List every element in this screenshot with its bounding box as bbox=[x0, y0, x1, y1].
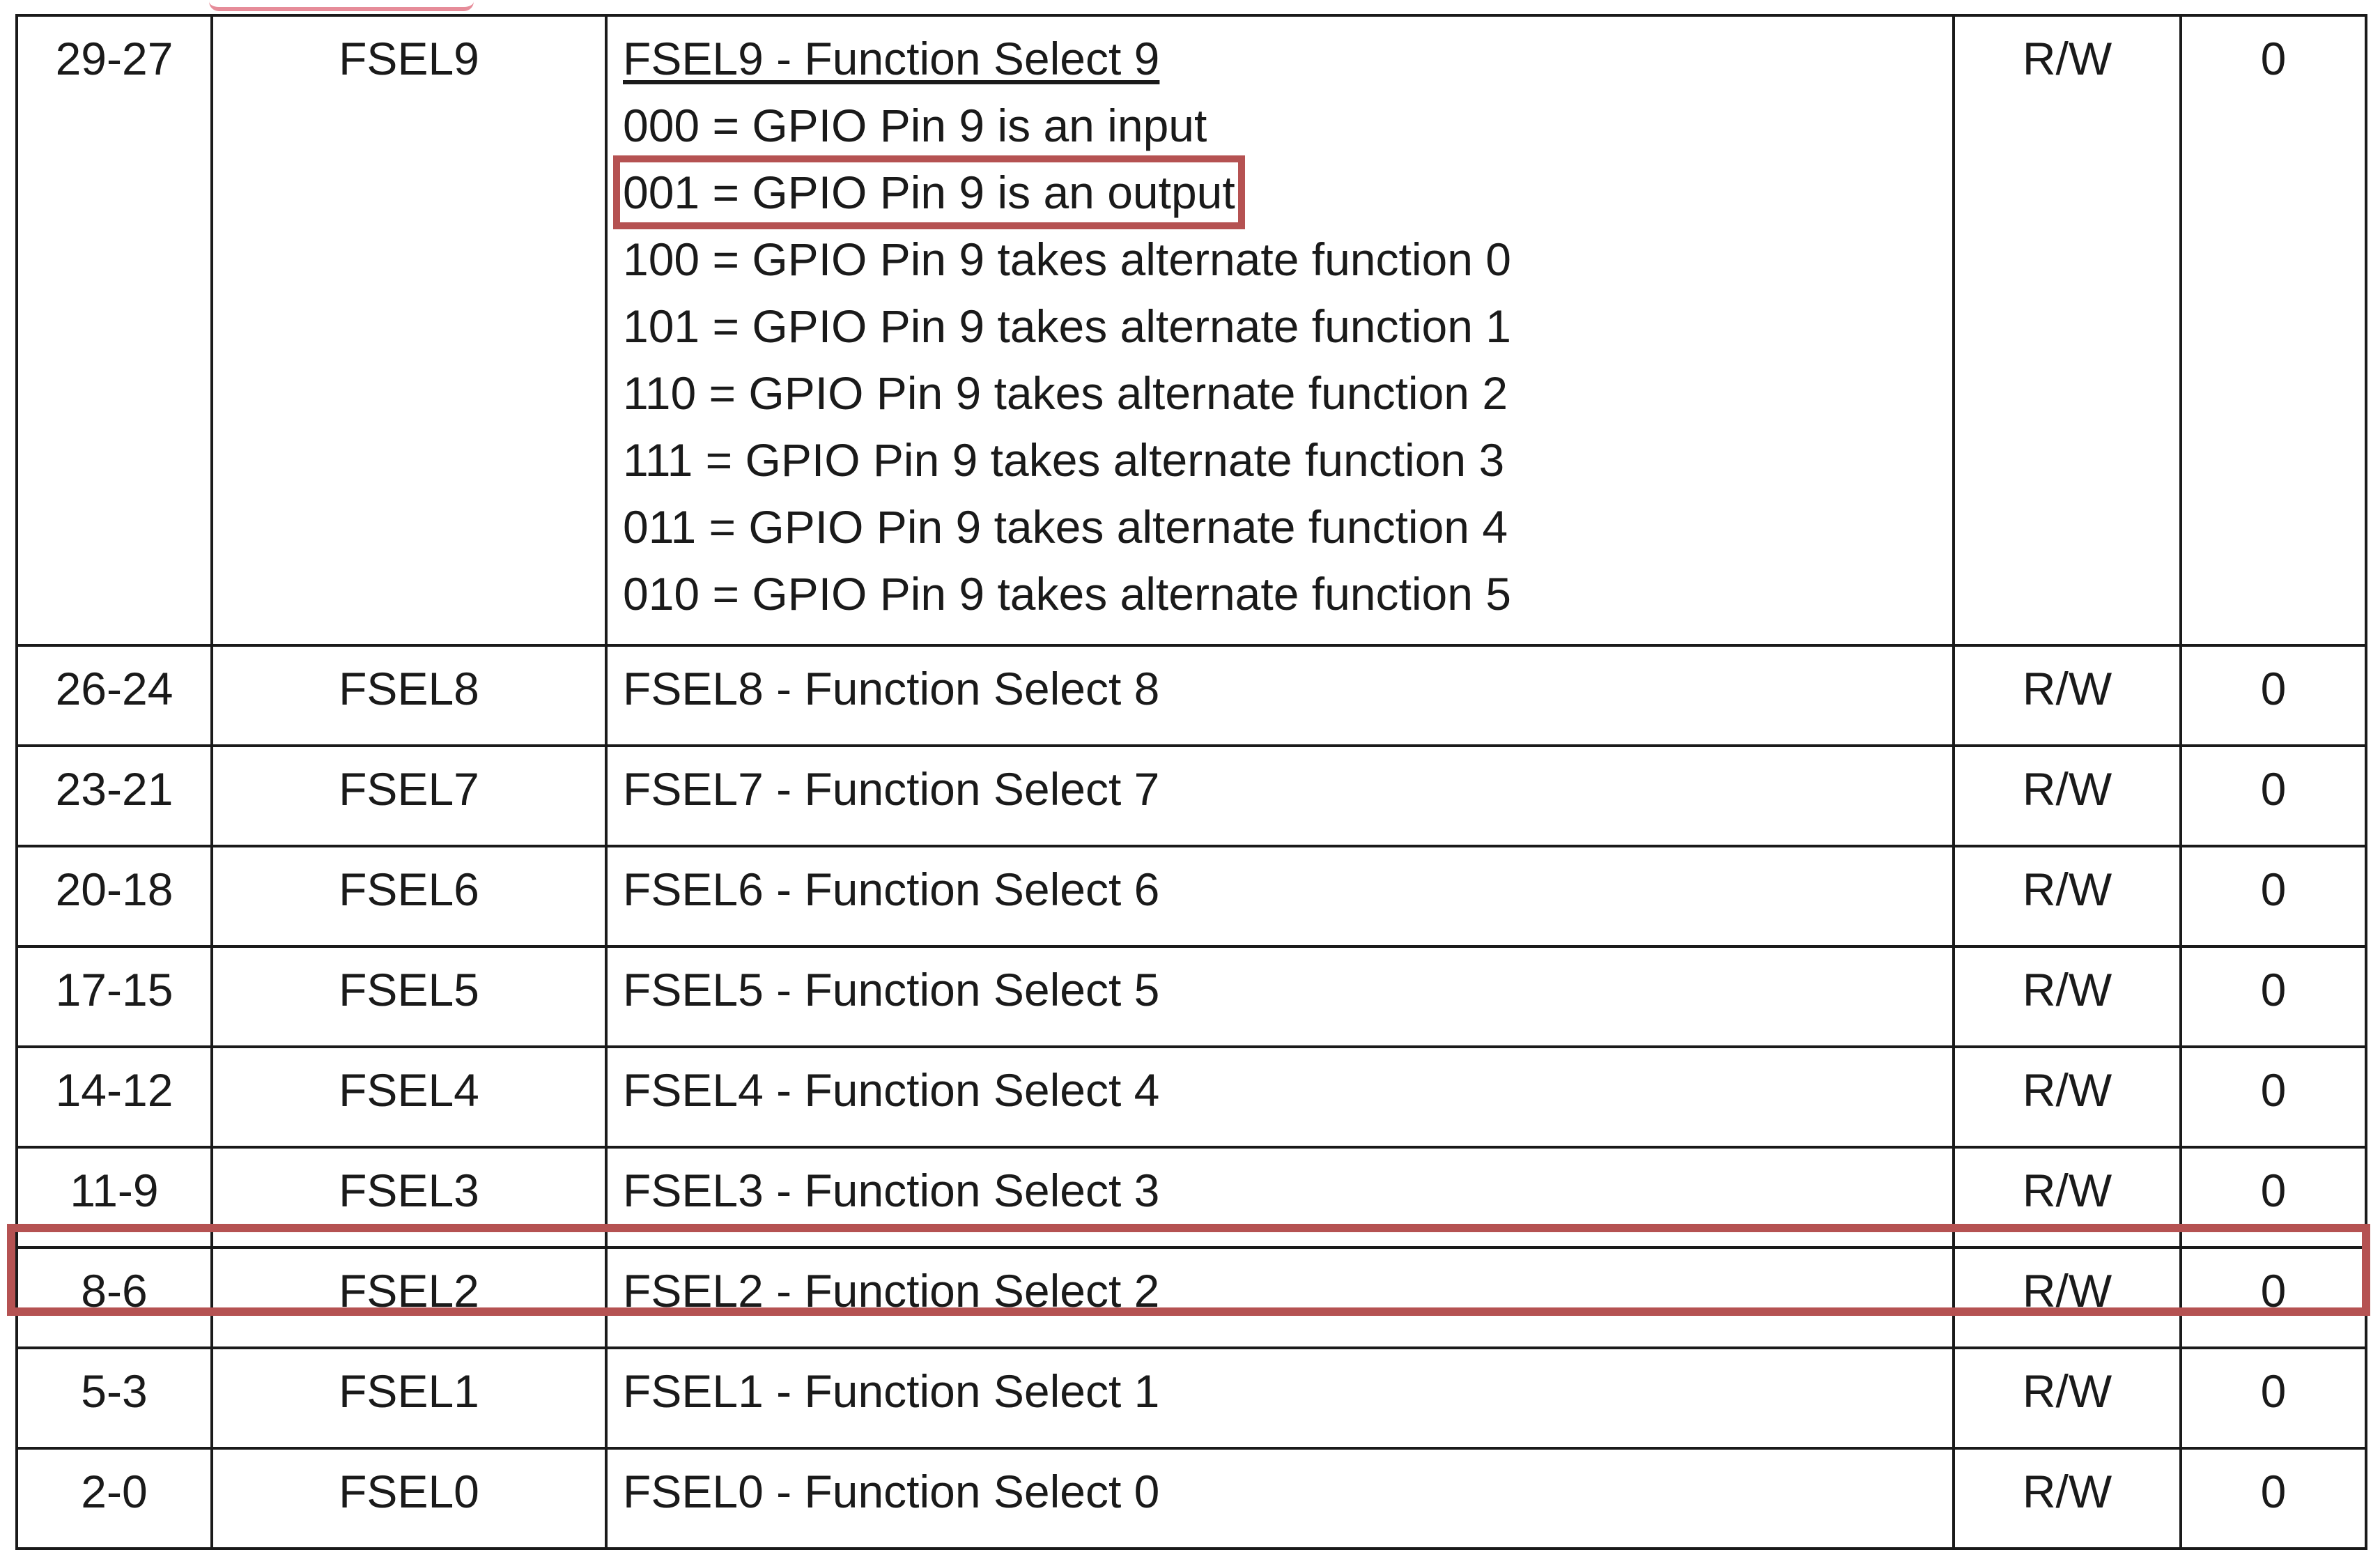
table-row: 20-18 FSEL6 FSEL6 - Function Select 6 R/… bbox=[15, 845, 2367, 948]
option-line: 000 = GPIO Pin 9 is an input bbox=[623, 100, 1207, 151]
type-cell: R/W bbox=[1952, 1346, 2182, 1450]
bits-cell: 20-18 bbox=[15, 845, 213, 948]
bits-cell: 2-0 bbox=[15, 1447, 213, 1550]
type-cell: R/W bbox=[1952, 945, 2182, 1048]
option-line: 011 = GPIO Pin 9 takes alternate functio… bbox=[623, 501, 1508, 553]
description-cell: FSEL3 - Function Select 3 bbox=[605, 1146, 1955, 1249]
option-line: 101 = GPIO Pin 9 takes alternate functio… bbox=[623, 300, 1511, 352]
field-name-cell: FSEL8 bbox=[210, 644, 608, 747]
bits-cell: 14-12 bbox=[15, 1045, 213, 1149]
type-cell: R/W bbox=[1952, 14, 2182, 647]
description-title: FSEL9 - Function Select 9 bbox=[623, 33, 1160, 84]
option-line: 111 = GPIO Pin 9 takes alternate functio… bbox=[623, 434, 1505, 486]
option-line: 110 = GPIO Pin 9 takes alternate functio… bbox=[623, 367, 1508, 419]
reset-cell: 0 bbox=[2179, 744, 2367, 847]
type-cell: R/W bbox=[1952, 744, 2182, 847]
type-cell: R/W bbox=[1952, 644, 2182, 747]
table-row-fsel9: 29-27 FSEL9 FSEL9 - Function Select 9 00… bbox=[15, 14, 2367, 647]
description-cell: FSEL6 - Function Select 6 bbox=[605, 845, 1955, 948]
reset-cell: 0 bbox=[2179, 1447, 2367, 1550]
reset-cell: 0 bbox=[2179, 1246, 2367, 1349]
table-row: 23-21 FSEL7 FSEL7 - Function Select 7 R/… bbox=[15, 744, 2367, 847]
bits-cell: 26-24 bbox=[15, 644, 213, 747]
description-cell: FSEL1 - Function Select 1 bbox=[605, 1346, 1955, 1450]
bits-cell: 5-3 bbox=[15, 1346, 213, 1450]
bits-cell: 17-15 bbox=[15, 945, 213, 1048]
field-name-cell: FSEL5 bbox=[210, 945, 608, 1048]
field-name-cell: FSEL7 bbox=[210, 744, 608, 847]
reset-cell: 0 bbox=[2179, 1146, 2367, 1249]
description-cell: FSEL9 - Function Select 9 000 = GPIO Pin… bbox=[605, 14, 1955, 647]
table-row: 14-12 FSEL4 FSEL4 - Function Select 4 R/… bbox=[15, 1045, 2367, 1149]
field-name-cell: FSEL3 bbox=[210, 1146, 608, 1249]
bits-cell: 8-6 bbox=[15, 1246, 213, 1349]
field-name-cell: FSEL4 bbox=[210, 1045, 608, 1149]
description-cell: FSEL5 - Function Select 5 bbox=[605, 945, 1955, 1048]
table-row: 2-0 FSEL0 FSEL0 - Function Select 0 R/W … bbox=[15, 1447, 2367, 1550]
reset-cell: 0 bbox=[2179, 1346, 2367, 1450]
reset-cell: 0 bbox=[2179, 845, 2367, 948]
description-cell: FSEL0 - Function Select 0 bbox=[605, 1447, 1955, 1550]
table-row: 11-9 FSEL3 FSEL3 - Function Select 3 R/W… bbox=[15, 1146, 2367, 1249]
description-cell: FSEL8 - Function Select 8 bbox=[605, 644, 1955, 747]
reset-cell: 0 bbox=[2179, 644, 2367, 747]
register-bit-table: 29-27 FSEL9 FSEL9 - Function Select 9 00… bbox=[15, 14, 2367, 1550]
field-name-cell: FSEL0 bbox=[210, 1447, 608, 1550]
type-cell: R/W bbox=[1952, 1447, 2182, 1550]
table-row: 5-3 FSEL1 FSEL1 - Function Select 1 R/W … bbox=[15, 1346, 2367, 1450]
type-cell: R/W bbox=[1952, 1246, 2182, 1349]
type-cell: R/W bbox=[1952, 1146, 2182, 1249]
table-row: 17-15 FSEL5 FSEL5 - Function Select 5 R/… bbox=[15, 945, 2367, 1048]
description-cell: FSEL7 - Function Select 7 bbox=[605, 744, 1955, 847]
field-name-cell: FSEL1 bbox=[210, 1346, 608, 1450]
type-cell: R/W bbox=[1952, 845, 2182, 948]
bits-cell: 11-9 bbox=[15, 1146, 213, 1249]
decorative-arc bbox=[209, 0, 474, 11]
table-row: 26-24 FSEL8 FSEL8 - Function Select 8 R/… bbox=[15, 644, 2367, 747]
table-row-highlighted: 8-6 FSEL2 FSEL2 - Function Select 2 R/W … bbox=[15, 1246, 2367, 1349]
option-line: 010 = GPIO Pin 9 takes alternate functio… bbox=[623, 568, 1511, 620]
bits-cell: 29-27 bbox=[15, 14, 213, 647]
type-cell: R/W bbox=[1952, 1045, 2182, 1149]
bits-cell: 23-21 bbox=[15, 744, 213, 847]
reset-cell: 0 bbox=[2179, 945, 2367, 1048]
reset-cell: 0 bbox=[2179, 14, 2367, 647]
description-cell: FSEL4 - Function Select 4 bbox=[605, 1045, 1955, 1149]
option-line: 100 = GPIO Pin 9 takes alternate functio… bbox=[623, 233, 1511, 285]
field-name-cell: FSEL2 bbox=[210, 1246, 608, 1349]
highlighted-option-line: 001 = GPIO Pin 9 is an output bbox=[613, 155, 1245, 229]
description-cell: FSEL2 - Function Select 2 bbox=[605, 1246, 1955, 1349]
field-name-cell: FSEL9 bbox=[210, 14, 608, 647]
field-name-cell: FSEL6 bbox=[210, 845, 608, 948]
reset-cell: 0 bbox=[2179, 1045, 2367, 1149]
